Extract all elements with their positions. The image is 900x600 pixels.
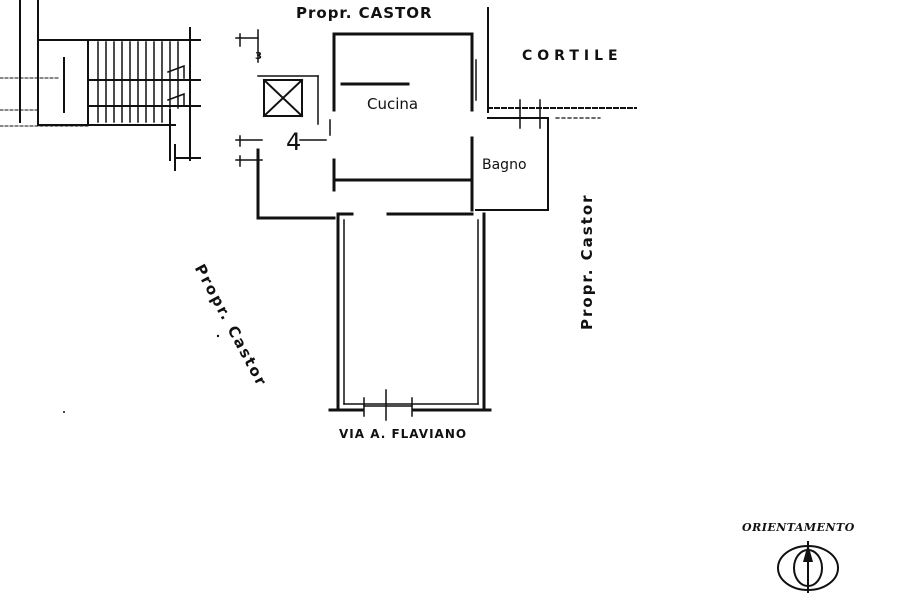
staircase-block: [0, 0, 201, 171]
lift-shaft: [257, 75, 319, 125]
bathroom-label: Bagno: [482, 157, 527, 173]
entrance-walls: [256, 139, 336, 220]
unit-number-label: 4: [286, 128, 302, 156]
dimension-ticks: [235, 29, 263, 167]
main-room-walls: [328, 212, 492, 412]
street-window: [363, 389, 413, 421]
neighbour-top-label: Propr. CASTOR: [296, 4, 433, 22]
stair-treads: [97, 41, 185, 123]
kitchen-label: Cucina: [367, 95, 419, 113]
street-label: VIA A. FLAVIANO: [339, 427, 468, 441]
bathroom-walls: [470, 136, 549, 212]
courtyard-walls: [487, 7, 637, 211]
orientation-label: ORIENTAMENTO: [742, 521, 855, 534]
courtyard-label: CORTILE: [522, 48, 623, 64]
small-mark-label: 3: [255, 51, 262, 62]
kitchen-walls: [329, 32, 477, 192]
compass-icon: [777, 541, 839, 593]
neighbour-right-label: Propr. Castor: [578, 193, 596, 330]
